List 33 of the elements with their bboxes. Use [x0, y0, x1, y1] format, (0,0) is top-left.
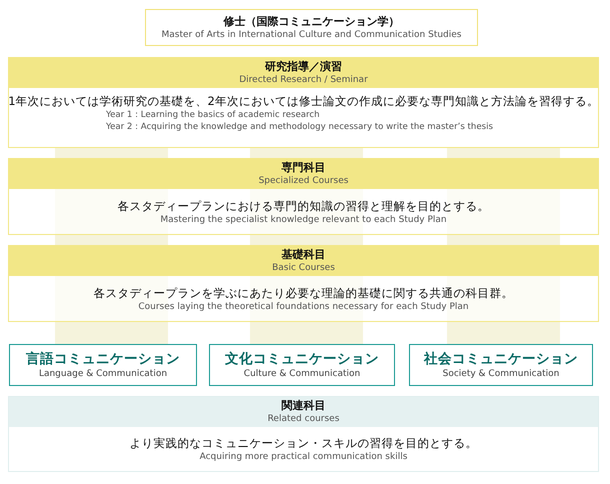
study-plan-title: 文化コミュニケーション: [225, 350, 379, 368]
study-plan-title: 言語コミュニケーション: [26, 350, 180, 368]
panel-title: 関連科目: [282, 399, 326, 413]
panel-subtitle: Basic Courses: [272, 262, 335, 274]
english-description: Mastering the specialist knowledge relevant to each Study Plan: [160, 214, 447, 226]
description-text: 1年次においては学術研究の基礎を、2年次においては修士論文の作成に必要な専門知識と方法論を習得する。: [8, 93, 599, 109]
study-plan-subtitle: Language & Communication: [38, 368, 168, 380]
panel-title: 研究指導／演習: [265, 60, 342, 74]
english-description: Courses laying the theoretical foundations necessary for each Study Plan: [138, 300, 469, 312]
english-description: Year 1 : Learning the basics of academic research: [106, 109, 320, 121]
course-panel: [8, 158, 599, 235]
panel-title: 専門科目: [282, 161, 326, 175]
panel-subtitle: Directed Research / Seminar: [239, 74, 368, 86]
description-text: 各スタディープランを学ぶにあたり必要な理論的基礎に関する共通の科目群。: [94, 284, 514, 300]
description-text: 各スタディープランにおける専門的知識の習得と理解を目的とする。: [118, 198, 490, 214]
degree-box: [145, 9, 478, 46]
english-description: Acquiring more practical communication skills: [200, 451, 408, 463]
study-plan-title: 社会コミュニケーション: [424, 350, 578, 368]
course-panel: [8, 57, 599, 148]
study-plan-subtitle: Culture & Communication: [244, 368, 360, 380]
degree-subtitle: Master of Arts in International Culture and Communication Studies: [161, 28, 462, 40]
course-panel: [8, 396, 599, 472]
study-plan-box: [9, 344, 197, 386]
panel-subtitle: Specialized Courses: [258, 175, 348, 187]
english-description: Year 2 : Acquiring the knowledge and methodology necessary to write the master’s thesis: [106, 121, 493, 133]
description-text: より実践的なコミュニケーション・スキルの習得を目的とする。: [130, 435, 478, 451]
degree-title: 修士（国際コミュニケーション学）: [224, 14, 400, 28]
panel-title: 基礎科目: [282, 248, 326, 262]
course-panel: [8, 245, 599, 322]
study-plan-box: [209, 344, 395, 386]
study-plan-subtitle: Society & Communication: [442, 368, 560, 380]
study-plan-box: [409, 344, 593, 386]
panel-subtitle: Related courses: [268, 413, 340, 425]
